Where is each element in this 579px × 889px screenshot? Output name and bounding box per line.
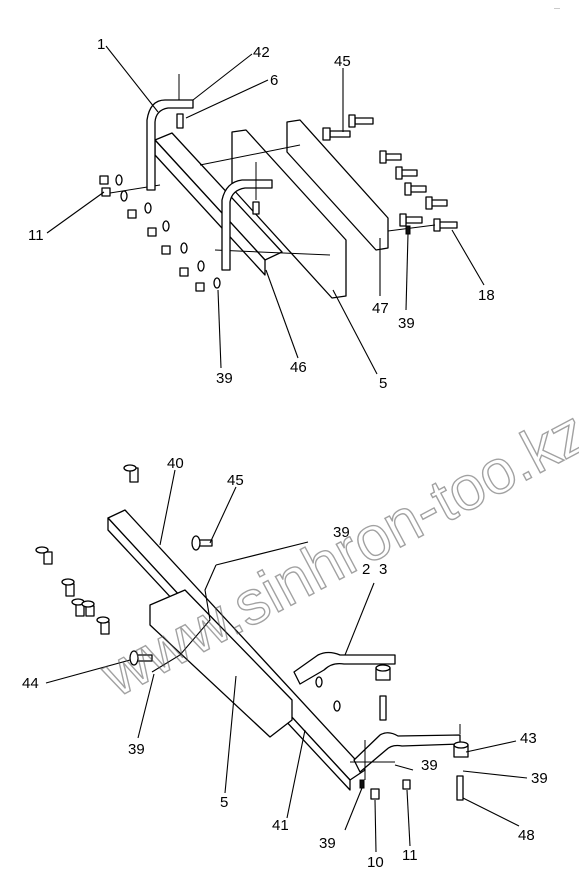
plate-47: [286, 119, 389, 251]
bolts-45: [322, 114, 458, 235]
bottom-assembly: [35, 464, 528, 853]
callout-6: 6: [270, 72, 278, 89]
callout-43: 43: [520, 730, 537, 747]
bracket-1: [146, 99, 194, 191]
callout-39-wire: 39: [333, 524, 350, 541]
callout-46: 46: [290, 359, 307, 376]
callout-39-mid: 39: [421, 757, 438, 774]
callout-11: 11: [28, 227, 44, 244]
callout-5-top: 5: [379, 375, 387, 392]
callout-42: 42: [253, 44, 270, 61]
callout-18: 18: [478, 287, 495, 304]
callout-1: 1: [97, 36, 105, 53]
callout-41: 41: [272, 817, 289, 834]
bolt-6: [176, 113, 184, 129]
callout-40: 40: [167, 455, 184, 472]
bolts-44: [35, 464, 213, 666]
callout-10: 10: [367, 854, 384, 871]
callout-2: 2: [362, 561, 370, 578]
callout-39-right: 39: [531, 770, 548, 787]
callout-5-bottom: 5: [220, 794, 228, 811]
callout-44: 44: [22, 675, 39, 692]
callout-39-left: 39: [128, 741, 145, 758]
callout-45: 45: [334, 53, 351, 70]
callout-3: 3: [379, 561, 387, 578]
callout-45-bottom: 45: [227, 472, 244, 489]
callout-39-bottom: 39: [319, 835, 336, 852]
plate-5-lower: [149, 589, 293, 738]
bracket-2-3: [293, 651, 396, 685]
bracket-rear: [221, 179, 273, 271]
callout-48: 48: [518, 827, 535, 844]
corner-mark: —: [554, 6, 560, 12]
top-assembly: [46, 45, 485, 375]
callout-11-bottom: 11: [402, 847, 418, 864]
callout-39-top-right: 39: [398, 315, 415, 332]
callout-39-top-left: 39: [216, 370, 233, 387]
bracket-right: [353, 732, 461, 773]
callout-47: 47: [372, 300, 389, 317]
nuts-11: [99, 174, 221, 292]
